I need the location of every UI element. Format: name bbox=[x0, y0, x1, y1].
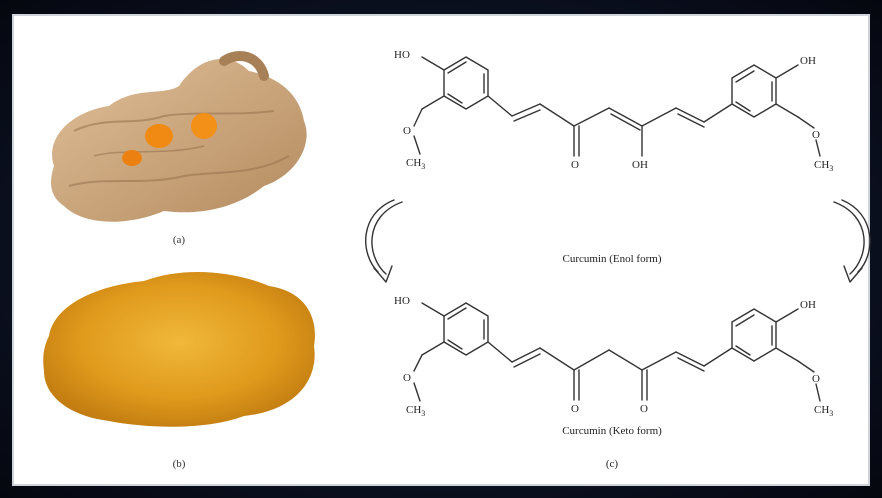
keto-structure bbox=[413, 302, 821, 402]
keto-carbonyl-o-1: O bbox=[571, 403, 579, 415]
figure-panel: (a) (b) bbox=[12, 14, 871, 486]
keto-left-methoxy-o: O bbox=[403, 372, 411, 384]
enol-carbonyl-o: O bbox=[571, 159, 579, 171]
keto-right-oh: OH bbox=[800, 299, 816, 311]
enol-left-ch3: CH3 bbox=[406, 157, 425, 171]
keto-left-oh: HO bbox=[394, 295, 410, 307]
keto-right-ch3: CH3 bbox=[814, 404, 833, 418]
keto-right-methoxy-o: O bbox=[812, 373, 820, 385]
enol-left-oh: HO bbox=[394, 49, 410, 61]
keto-form-title: Curcumin (Keto form) bbox=[562, 425, 662, 437]
enol-right-ch3: CH3 bbox=[814, 159, 833, 173]
keto-carbonyl-o-2: O bbox=[640, 403, 648, 415]
turmeric-powder-image bbox=[43, 271, 315, 427]
curcumin-structures: HO O CH3 O OH OH O CH3 Curcumin (Enol fo… bbox=[365, 49, 871, 470]
turmeric-root-image bbox=[51, 51, 307, 222]
turmeric-photos: (a) (b) bbox=[43, 51, 315, 470]
keto-left-ch3: CH3 bbox=[406, 404, 425, 418]
caption-b: (b) bbox=[173, 458, 186, 470]
curved-arrow-down-icon bbox=[365, 199, 403, 283]
enol-structure bbox=[413, 56, 821, 157]
curved-arrow-down-icon bbox=[833, 199, 871, 283]
caption-a: (a) bbox=[173, 234, 186, 246]
enol-right-oh: OH bbox=[800, 55, 816, 67]
enol-left-methoxy-o: O bbox=[403, 125, 411, 137]
caption-c: (c) bbox=[606, 458, 619, 470]
enol-right-methoxy-o: O bbox=[812, 129, 820, 141]
enol-oh: OH bbox=[632, 159, 648, 171]
enol-form-title: Curcumin (Enol form) bbox=[563, 253, 662, 265]
